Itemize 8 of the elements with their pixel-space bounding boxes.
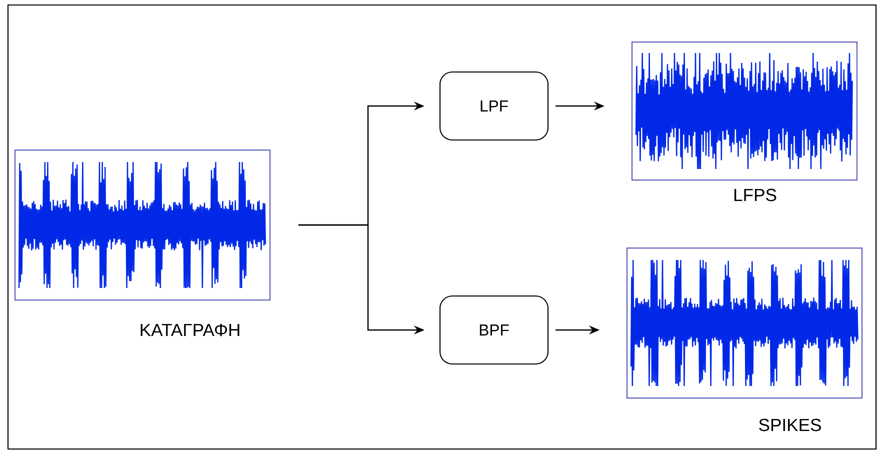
signal-plot: [14, 150, 270, 300]
filter-box: BPF: [439, 295, 549, 365]
filter-box: LPF: [439, 71, 549, 141]
plot-caption: SPIKES: [759, 418, 821, 432]
plot-caption: ΚΑΤΑΓΡΑΦΗ: [140, 324, 240, 336]
plot-caption: LFPS: [734, 188, 776, 202]
signal-plot: [632, 42, 858, 180]
signal-plot: [626, 248, 862, 398]
